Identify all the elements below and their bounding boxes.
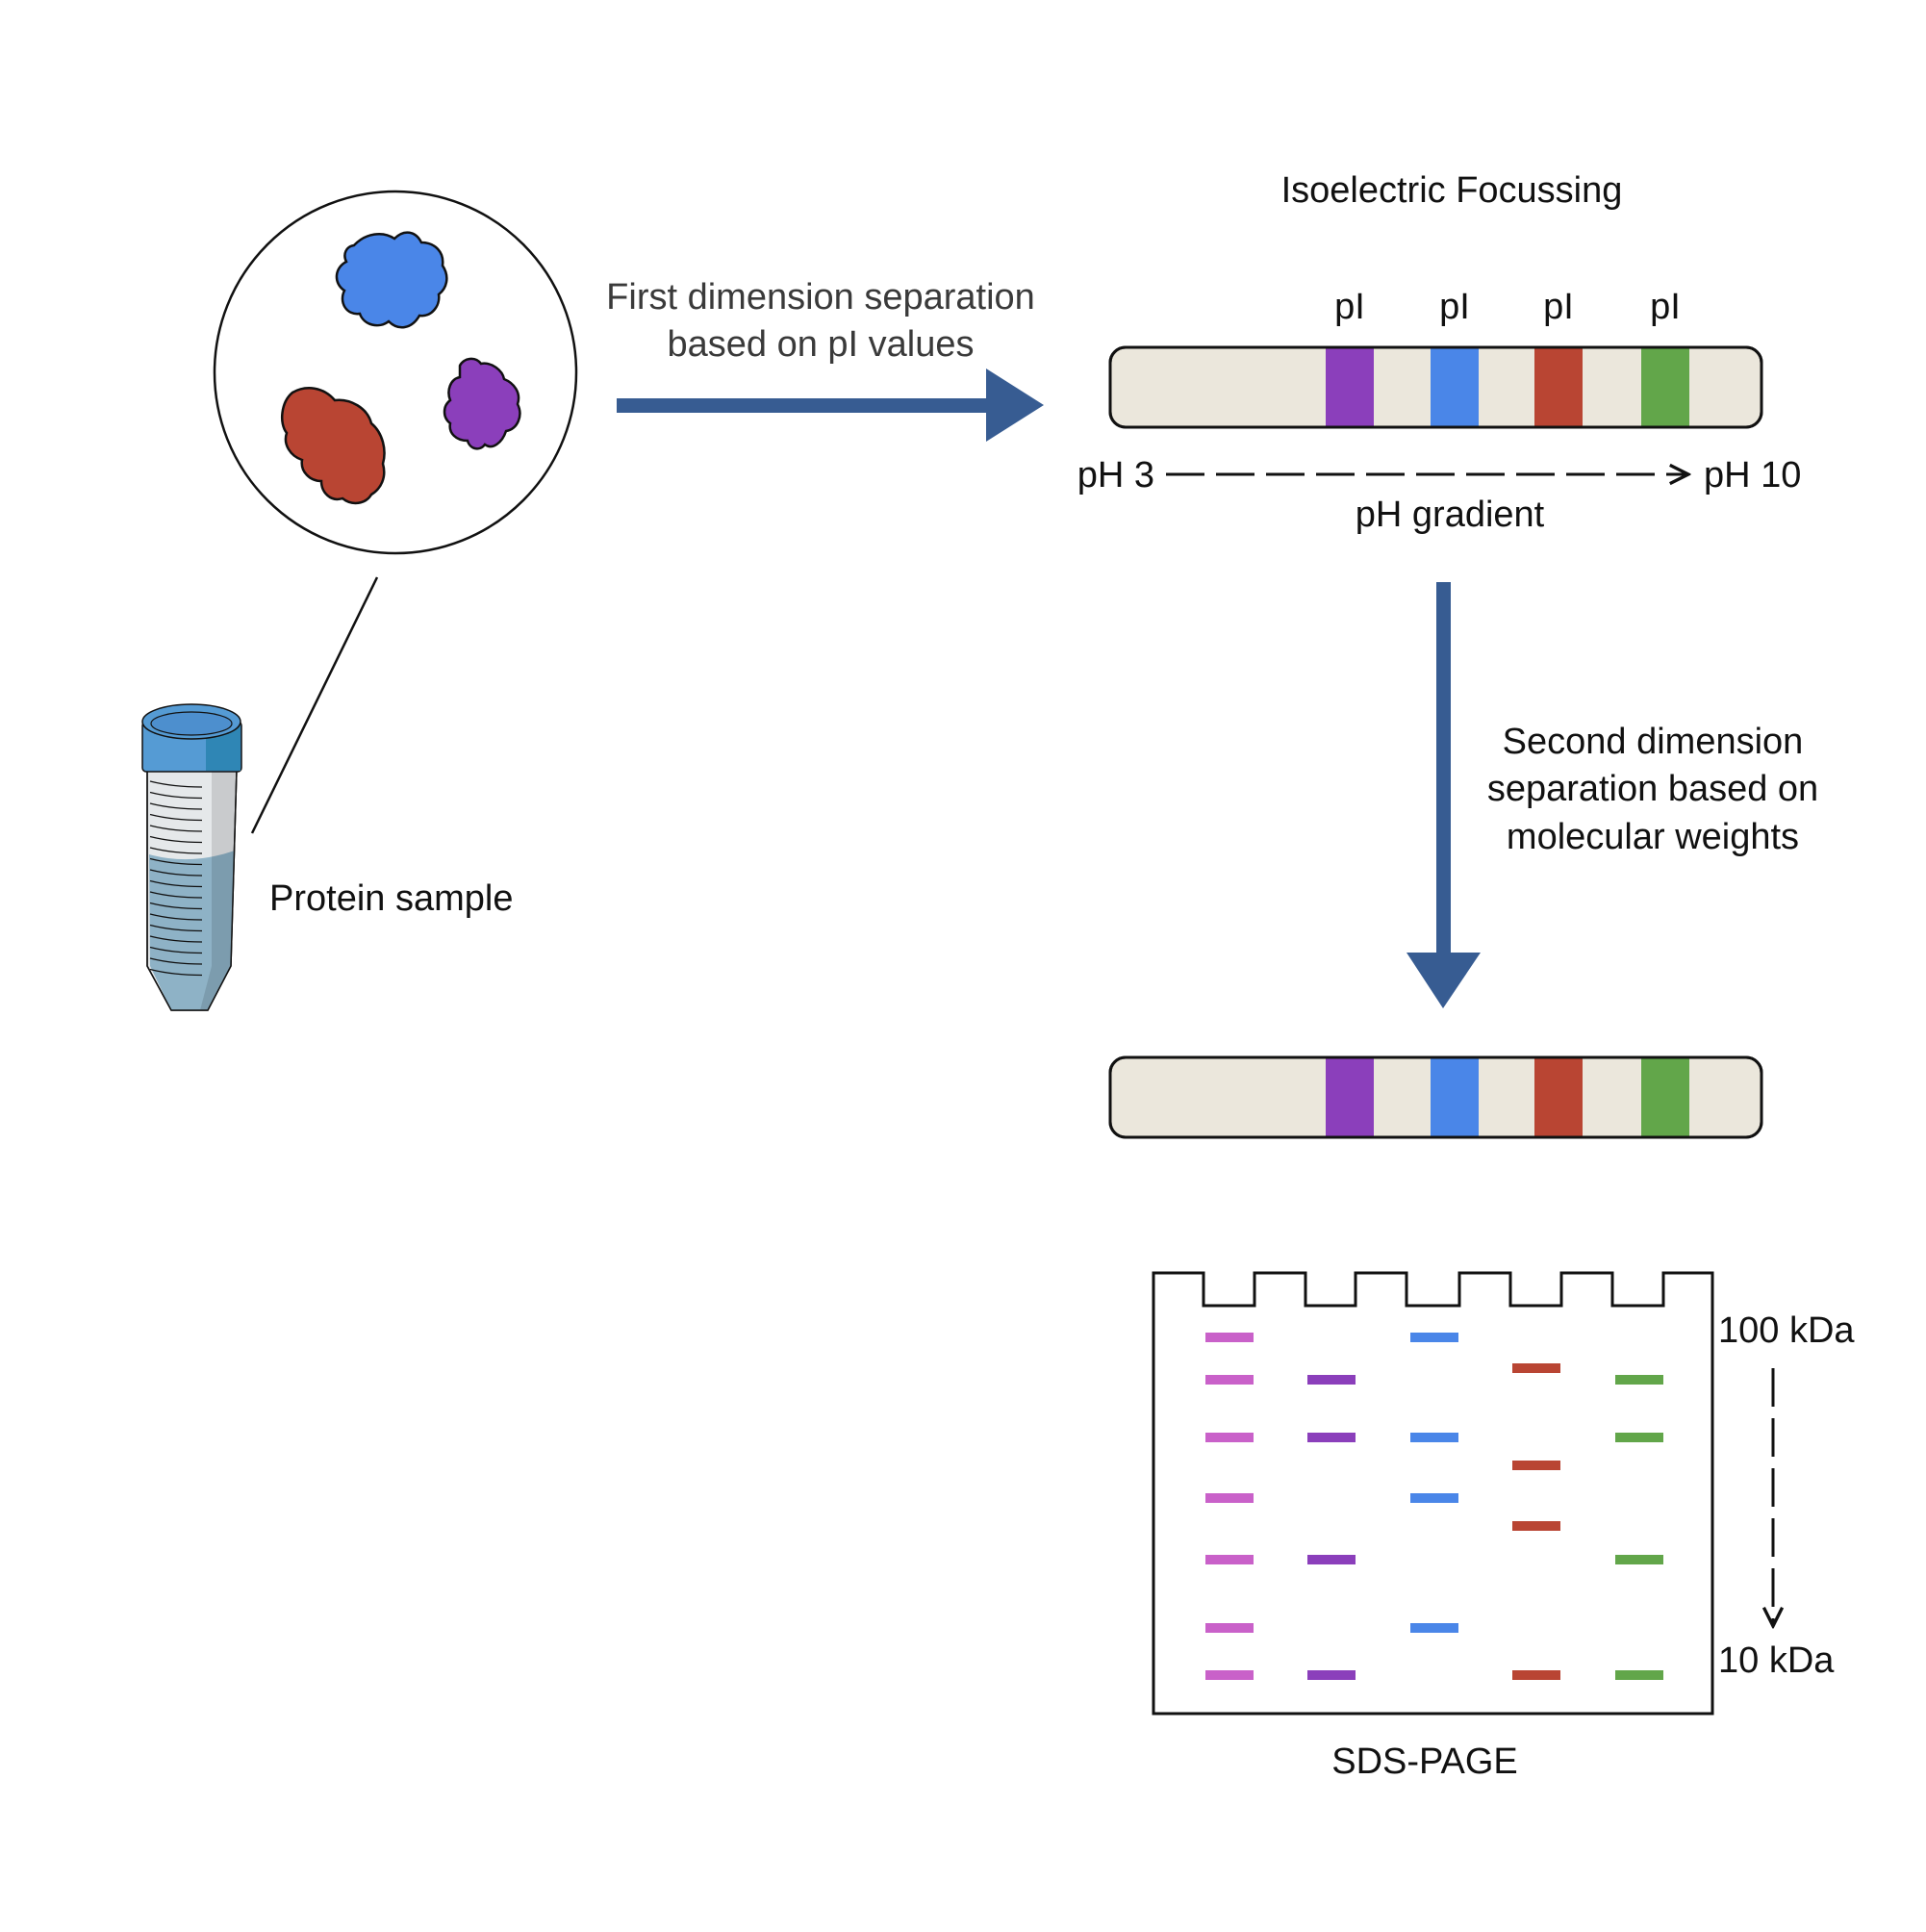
ief-band-blue — [1431, 348, 1479, 426]
gel-band-ladder — [1205, 1623, 1254, 1633]
step2-caption-line1: Second dimension — [1503, 722, 1804, 762]
arrow-shaft — [617, 398, 990, 413]
ief-band-green — [1641, 348, 1689, 426]
ief-band-green — [1641, 1058, 1689, 1136]
mw-top-marker: 100 kDa — [1718, 1310, 1855, 1351]
sds-page-title: SDS-PAGE — [1331, 1741, 1518, 1782]
gel-band-purple — [1307, 1555, 1356, 1564]
mw-bottom-marker: 10 kDa — [1718, 1640, 1835, 1681]
ief-band-purple — [1326, 348, 1374, 426]
arrow-shaft — [1436, 582, 1451, 957]
first-dimension-arrow — [617, 369, 1044, 442]
pi-label: pI — [1439, 287, 1470, 327]
gel-band-ladder — [1205, 1333, 1254, 1342]
graduation-mark — [149, 847, 203, 854]
graduation-mark — [149, 946, 203, 954]
gel-band-green — [1615, 1375, 1663, 1385]
step1-caption-line2: based on pI values — [667, 324, 974, 365]
arrow-head — [1406, 953, 1481, 1008]
sample-label: Protein sample — [269, 878, 513, 919]
graduation-mark — [149, 935, 203, 943]
gel-band-purple — [1307, 1433, 1356, 1442]
gel-band-purple — [1307, 1375, 1356, 1385]
ph-end-label: pH 10 — [1704, 455, 1801, 496]
ief-strip — [1108, 345, 1763, 429]
graduation-mark — [149, 802, 203, 810]
graduation-mark — [149, 913, 203, 921]
graduation-mark — [149, 879, 203, 888]
pointer-line — [250, 576, 379, 834]
sample-magnification — [213, 190, 578, 555]
gel-band-ladder — [1205, 1555, 1254, 1564]
sds-page-gel — [1152, 1271, 1714, 1716]
gel-band-ladder — [1205, 1670, 1254, 1680]
gel-band-ladder — [1205, 1433, 1254, 1442]
graduation-mark — [149, 813, 203, 822]
purple-protein-blob — [443, 357, 521, 450]
ief-strip-second — [1108, 1055, 1763, 1139]
gel-band-blue — [1410, 1493, 1458, 1503]
gel-band-red — [1512, 1521, 1560, 1531]
ief-band-red — [1534, 1058, 1583, 1136]
ief-band-red — [1534, 348, 1583, 426]
blue-protein-blob — [335, 231, 448, 329]
gel-band-green — [1615, 1670, 1663, 1680]
pi-label: pI — [1650, 287, 1681, 327]
graduation-mark — [149, 857, 203, 866]
graduation-mark — [149, 891, 203, 899]
gel-band-green — [1615, 1433, 1663, 1442]
gel-band-green — [1615, 1555, 1663, 1564]
ief-band-blue — [1431, 1058, 1479, 1136]
ph-start-label: pH 3 — [1077, 455, 1154, 496]
graduation-mark — [149, 780, 203, 788]
gel-band-blue — [1410, 1333, 1458, 1342]
arrow-head — [986, 369, 1044, 442]
step2-caption-line2: separation based on — [1487, 769, 1818, 809]
gel-band-red — [1512, 1670, 1560, 1680]
graduation-mark — [149, 902, 203, 910]
step2-caption-line3: molecular weights — [1507, 817, 1799, 857]
step1-caption-line1: First dimension separation — [606, 277, 1035, 318]
pi-label: pI — [1334, 287, 1365, 327]
graduation-mark — [149, 924, 203, 932]
second-dimension-arrow — [1406, 582, 1481, 1008]
gel-band-red — [1512, 1461, 1560, 1470]
red-protein-blob — [280, 387, 386, 505]
graduation-mark — [149, 869, 203, 877]
graduation-mark — [149, 825, 203, 832]
gel-band-blue — [1410, 1623, 1458, 1633]
pi-label: pI — [1543, 287, 1574, 327]
ph-gradient-label: pH gradient — [1356, 495, 1545, 535]
graduation-mark — [149, 957, 203, 965]
ief-band-purple — [1326, 1058, 1374, 1136]
graduation-mark — [149, 791, 203, 800]
gel-band-ladder — [1205, 1493, 1254, 1503]
graduation-mark — [149, 835, 203, 844]
sample-tube-icon — [141, 703, 242, 1011]
gel-band-ladder — [1205, 1375, 1254, 1385]
ief-title: Isoelectric Focussing — [1281, 170, 1623, 211]
graduation-mark — [149, 968, 203, 977]
gel-band-red — [1512, 1363, 1560, 1373]
gel-band-blue — [1410, 1433, 1458, 1442]
gel-band-purple — [1307, 1670, 1356, 1680]
